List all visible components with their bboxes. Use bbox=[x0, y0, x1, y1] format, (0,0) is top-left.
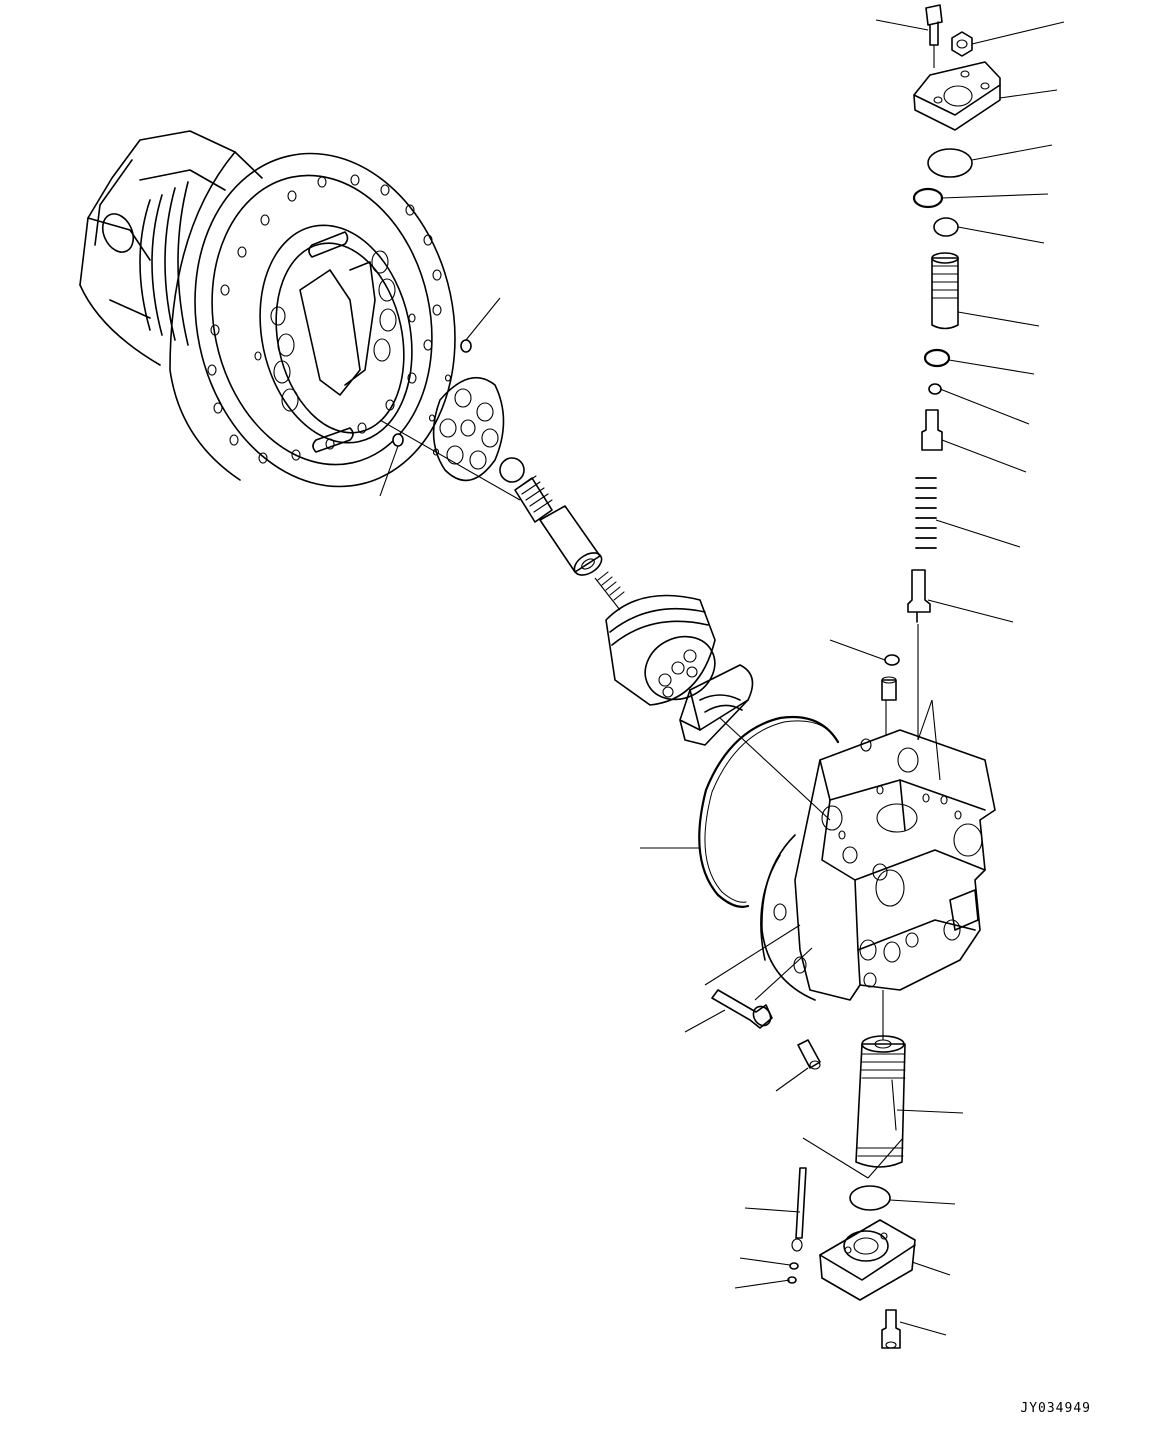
backup-ring bbox=[912, 187, 944, 209]
small-plug bbox=[797, 1039, 821, 1069]
ball bbox=[499, 457, 525, 483]
right-column-parts bbox=[881, 4, 1001, 740]
o-ring bbox=[849, 1185, 891, 1211]
assembly-lines bbox=[379, 45, 941, 1179]
small-o-ring bbox=[928, 383, 942, 395]
plug bbox=[921, 409, 943, 451]
mounting-bolt bbox=[711, 989, 773, 1029]
piston bbox=[931, 257, 959, 330]
bottom-cover bbox=[819, 1219, 916, 1301]
spring-guide bbox=[514, 475, 553, 523]
small-o-ring bbox=[460, 339, 472, 353]
lower-parts bbox=[711, 989, 916, 1349]
backup-ring bbox=[923, 348, 951, 368]
drawing-code: JY034949 bbox=[1020, 1401, 1091, 1416]
rod bbox=[795, 1167, 807, 1239]
inner-bores bbox=[270, 250, 397, 412]
top-bolt bbox=[925, 4, 943, 46]
spring bbox=[915, 477, 937, 549]
threaded-sleeve bbox=[855, 1043, 906, 1168]
o-ring bbox=[927, 148, 973, 178]
spool-sleeve bbox=[539, 505, 603, 576]
nut bbox=[951, 31, 973, 57]
top-cover bbox=[913, 61, 1001, 131]
valve-plate bbox=[428, 374, 505, 482]
large-o-ring bbox=[698, 716, 840, 908]
cylinder-block bbox=[605, 594, 716, 706]
end-cover-body bbox=[760, 729, 996, 1001]
small-o-ring bbox=[884, 654, 900, 666]
flange-bolt-holes bbox=[207, 174, 442, 464]
poppet bbox=[907, 569, 931, 623]
bottom-bolt bbox=[881, 1309, 901, 1349]
small-o-ring bbox=[789, 1262, 799, 1270]
orifice-plug bbox=[881, 679, 897, 701]
leader-lines bbox=[379, 19, 1065, 1336]
small-o-ring bbox=[392, 433, 404, 447]
swash-plate bbox=[679, 664, 754, 746]
coil-spring bbox=[597, 571, 625, 601]
o-ring bbox=[933, 217, 959, 237]
motor-housing bbox=[79, 130, 456, 488]
